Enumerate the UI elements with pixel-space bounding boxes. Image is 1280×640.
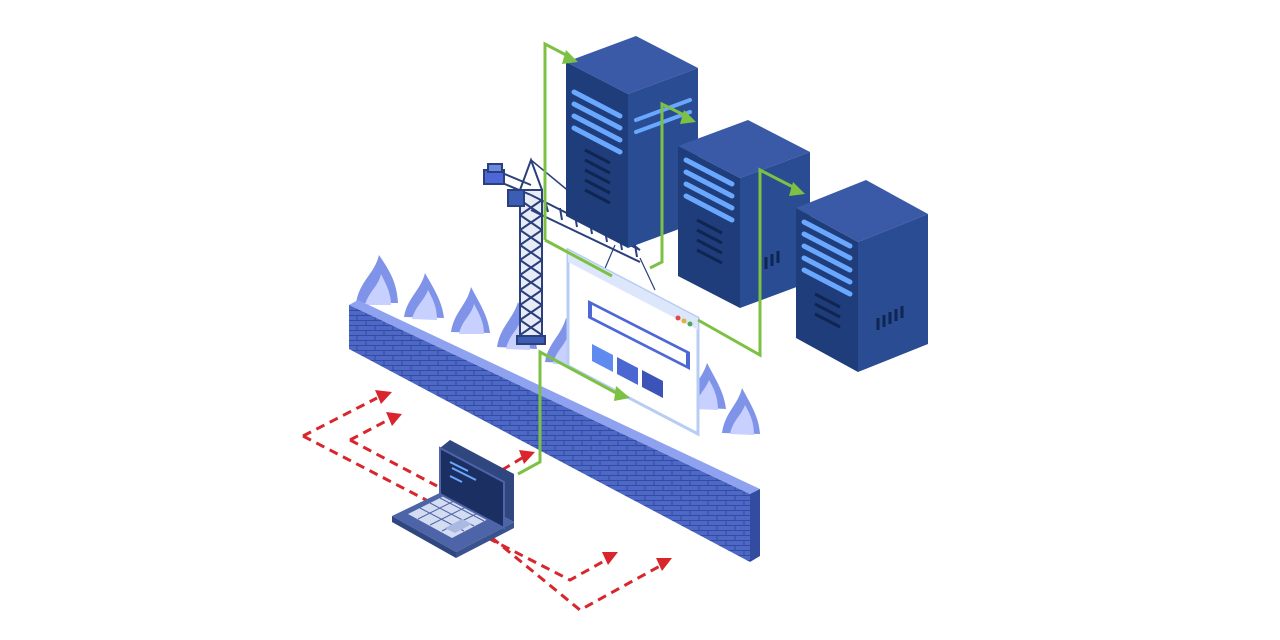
browser-window-icon [566,247,700,437]
arrow-right-icon [562,50,805,401]
crane-icon [483,157,656,345]
wall-front [349,305,750,562]
wall-end [750,489,760,562]
laptop-icon [392,440,514,558]
server-3 [796,180,928,372]
server-rack-icon [566,36,928,372]
server-2 [678,120,810,308]
arrow-right-icon [375,390,672,571]
green-path-group [517,41,796,476]
wall-top [349,300,760,494]
